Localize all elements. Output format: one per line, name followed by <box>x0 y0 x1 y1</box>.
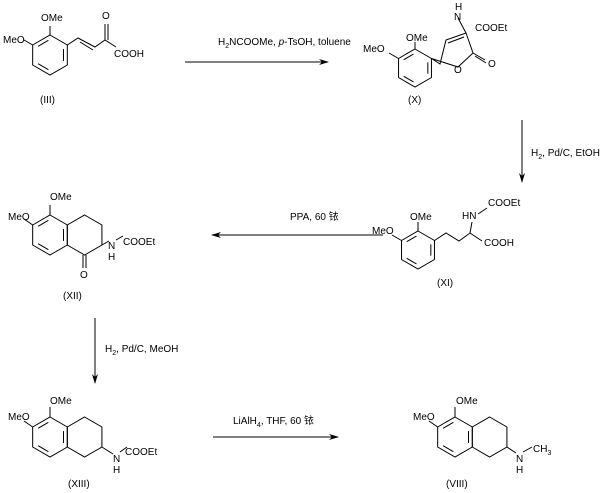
reaction-arrow-3: PPA, 60 铱 <box>211 211 383 238</box>
ring-bonds <box>32 34 68 76</box>
oxo-label: O <box>80 270 88 281</box>
methyl-label: CH3 <box>533 444 551 457</box>
n-label: N <box>516 454 523 465</box>
double-bond <box>442 421 454 429</box>
n-label: N <box>108 241 115 252</box>
ome-label: OMe <box>406 33 428 44</box>
n-label: N <box>454 12 461 23</box>
oxo-label: O <box>488 59 496 70</box>
reaction-arrow-4: H2, Pd/C, MeOH <box>92 318 178 384</box>
ome-label: OMe <box>50 396 72 407</box>
ome-label: OMe <box>456 396 478 407</box>
compound-label: (XII) <box>63 291 82 302</box>
cooet-label: COOEt <box>488 198 520 209</box>
meo-label: MeO <box>363 44 385 55</box>
h-label: H <box>516 465 523 476</box>
double-bond <box>403 53 414 61</box>
ome-label: OMe <box>50 192 72 203</box>
double-bond <box>37 63 49 71</box>
meo-label: MeO <box>3 35 25 46</box>
benzene-ring <box>437 416 473 458</box>
cooh-label: COOH <box>484 238 514 249</box>
ring-bonds <box>66 416 103 458</box>
double-bond <box>406 257 417 265</box>
compound-VIII: OMe MeO N H CH3 (VIII) <box>413 396 551 490</box>
compound-XII: OMe MeO O N H COOEt (XII) <box>8 192 155 302</box>
ome-label: OMe <box>41 13 63 24</box>
double-bond <box>406 235 417 243</box>
benzene-ring <box>32 214 68 256</box>
meo-label: MeO <box>413 412 435 423</box>
cyclohexane-ring <box>66 214 103 256</box>
reagent-label: H2, Pd/C, MeOH <box>105 344 178 357</box>
double-bond <box>37 219 49 227</box>
reaction-arrow-2: H2, Pd/C, EtOH <box>519 120 600 183</box>
benzene-ring <box>401 230 435 270</box>
compound-XIII: OMe MeO N H COOEt (XIII) <box>8 396 157 490</box>
compound-III: OMe MeO O COOH (III) <box>3 11 144 106</box>
benzene-ring <box>32 34 68 76</box>
cyclohexane-ring <box>66 416 103 458</box>
h-label: H <box>108 252 115 263</box>
compound-label: (XIII) <box>68 479 90 490</box>
cyclohexane-ring <box>471 416 508 458</box>
ring-bonds <box>471 416 508 458</box>
reagent-label: LiAlH4, THF, 60 铱 <box>233 415 314 429</box>
h-label: H <box>113 465 120 476</box>
ome-label: OMe <box>410 212 432 223</box>
cooet-label: COOEt <box>123 237 155 248</box>
compound-label: (XI) <box>437 278 453 289</box>
ring-bonds <box>32 214 68 256</box>
ring-bonds <box>401 230 435 270</box>
benzene-ring <box>32 416 68 458</box>
ring-bonds <box>437 416 473 458</box>
ring-bonds <box>32 416 68 458</box>
n-label: N <box>113 454 120 465</box>
reagent-label: H2, Pd/C, EtOH <box>531 148 600 161</box>
benzene-ring <box>398 48 432 88</box>
cooet-label: COOEt <box>475 23 507 34</box>
cooet-label: COOEt <box>125 447 157 458</box>
meo-label: MeO <box>8 412 30 423</box>
compound-X: OMe MeO O O H N COOEt (X) <box>363 2 507 106</box>
ring-bonds <box>66 214 103 256</box>
double-bond <box>37 243 49 251</box>
reagent-label: PPA, 60 铱 <box>290 211 339 223</box>
compound-XI: OMe MeO HN COOEt COOH (XI) <box>372 198 520 289</box>
ring-oxygen-label: O <box>454 65 462 76</box>
double-bond <box>37 445 49 453</box>
double-bond <box>37 421 49 429</box>
cooh-label: COOH <box>114 49 144 60</box>
meo-label: MeO <box>372 226 394 237</box>
double-bond <box>442 445 454 453</box>
meo-label: MeO <box>8 212 30 223</box>
double-bond <box>37 39 49 47</box>
compound-label: (III) <box>40 95 55 106</box>
reaction-arrow-1: H2NCOOMe, p-TsOH, toluene <box>185 37 351 65</box>
compound-label: (VIII) <box>446 479 468 490</box>
h-label: H <box>455 2 462 13</box>
reagent-label: H2NCOOMe, p-TsOH, toluene <box>218 37 351 50</box>
hn-label: HN <box>462 211 476 222</box>
oxo-label: O <box>102 11 110 22</box>
double-bond <box>403 75 414 83</box>
ring-bonds <box>398 48 432 88</box>
reaction-arrow-5: LiAlH4, THF, 60 铱 <box>213 415 339 440</box>
compound-label: (X) <box>408 95 421 106</box>
